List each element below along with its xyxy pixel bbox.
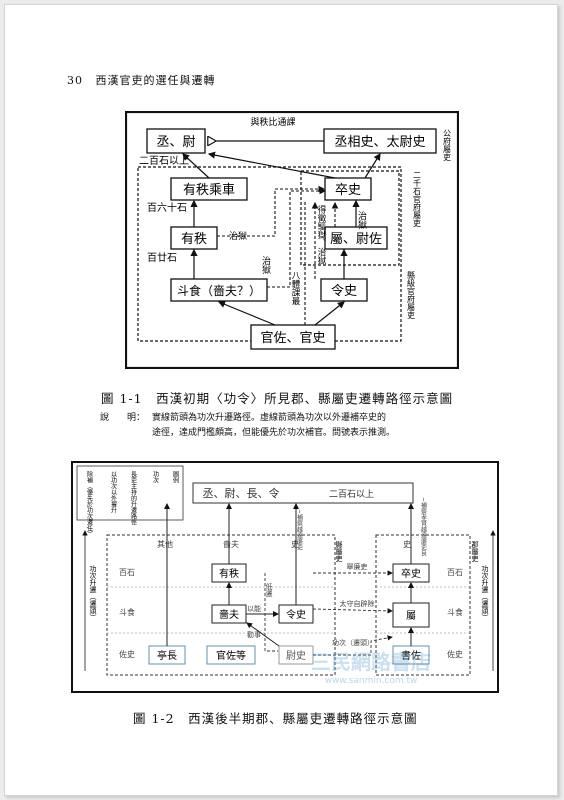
node-guanzuo2: 官佐等: [206, 645, 256, 665]
edges-figure2: [164, 503, 414, 647]
svg-text:尉史: 尉史: [286, 649, 306, 662]
node-guanzuo: 官佐、官史: [250, 324, 336, 350]
edge-yiji: 以能: [247, 604, 261, 613]
label-zhiyu3: 治獄: [356, 210, 367, 230]
svg-text:嗇夫: 嗇夫: [219, 609, 239, 621]
col-qita: 其他: [157, 539, 173, 549]
label-gongfu: 公府屬吏: [443, 129, 452, 161]
col-shi: 史: [291, 539, 299, 549]
edge-dizhi: 低遷: [265, 582, 273, 598]
edge-gongci: 功次（遷頭）: [332, 638, 374, 647]
node-shu: 屬: [392, 602, 430, 628]
svg-text:書佐: 書佐: [401, 649, 421, 662]
rank-zuoshi-right: 佐史: [447, 649, 463, 659]
node-zushi: 卒史: [324, 177, 372, 201]
xian-label: 縣屬吏: [335, 540, 343, 562]
watermark-url: www.sanmin.com.tw: [325, 676, 418, 686]
dashed-edges-figure1: [217, 185, 339, 325]
svg-text:斗食（嗇夫？）: 斗食（嗇夫？）: [177, 283, 261, 298]
node-shuweizuo: 屬、尉佐: [324, 226, 388, 250]
commandery-group-box: [300, 170, 400, 266]
legend-col2: 以功次以外擢升: [110, 471, 117, 514]
edges-figure1: [182, 141, 381, 326]
rank-doushi: 斗食: [119, 607, 135, 617]
figure-1-1-caption: 圖 1-1 西漢初期〈功令〉所見郡、縣屬吏遷轉路徑示意圖: [101, 391, 454, 406]
page-number: 30: [67, 74, 83, 87]
edge-lvshi: 勸事: [247, 630, 261, 639]
legend-col5: 圖例: [172, 471, 179, 484]
svg-text:丞、尉、長、令: 丞、尉、長、令: [203, 486, 280, 500]
node-top-box: 丞、尉、長、令 二百石以上: [192, 482, 414, 504]
svg-text:官佐、官史: 官佐、官史: [260, 330, 325, 346]
legend-col1: 除補（優先於功次遷任）: [86, 470, 93, 537]
node-doushi: 斗食（嗇夫？）: [170, 278, 268, 302]
figure-1-1-legend-line2: 途徑，達成門檻頗高，但能優先於功次補官。問號表示推測。: [152, 428, 396, 438]
axis-right: 功次升遷（遷頭）: [481, 564, 489, 621]
figure-1-2: 除補（優先於功次遷任） 以功次以外擢升 長吏主持的升遷路徑 功次 圖例 丞、尉、…: [71, 461, 499, 693]
col-shi-right: 史: [403, 539, 411, 549]
node-youzhi: 有秩: [170, 226, 218, 250]
edge-jilian: 舉廉吏: [347, 562, 368, 571]
node-zushi2: 卒史: [392, 563, 430, 583]
node-youzhi2: 有秩: [211, 563, 247, 583]
svg-text:丞相史、太尉史: 丞相史、太尉史: [334, 135, 425, 150]
legend-col4: 功次: [152, 470, 159, 484]
svg-text:有秩乘車: 有秩乘車: [183, 183, 235, 198]
label-yubi: 與秩比通課: [250, 116, 295, 128]
svg-text:令史: 令史: [331, 284, 357, 299]
label-xianji: 縣級官府屬吏: [407, 270, 416, 319]
svg-text:丞、尉: 丞、尉: [156, 135, 195, 150]
jun-label: 郡屬吏: [471, 541, 479, 562]
svg-text:二百石以上: 二百石以上: [329, 489, 374, 500]
node-chengwei: 丞、尉: [146, 128, 206, 154]
watermark: 三民網路書店: [311, 650, 431, 674]
county-group-box: [137, 166, 402, 342]
note-left: ~補察越遠廉吏: [296, 509, 303, 550]
figure-1-1-legend-line1: 實線箭頭為功次升遷路徑。虛線箭頭為功次以外遷補卒史的: [152, 413, 387, 423]
commandery-region: [375, 534, 471, 676]
label-yumao: 得徵驅獄、治獄: [316, 204, 326, 265]
node-sefu: 嗇夫: [211, 604, 247, 624]
svg-text:有秩: 有秩: [219, 567, 239, 580]
svg-text:卒史: 卒史: [335, 183, 361, 198]
label-ergian: 二百石以上: [139, 155, 189, 167]
note-right: ~補察孝賢越遠廉吏良: [420, 497, 427, 557]
node-youzhi-chengche: 有秩乘車: [170, 177, 248, 201]
axis-left: 功次升遷（遷頭）: [89, 564, 97, 621]
label-bai20: 百廿石: [147, 252, 177, 264]
legend-col3: 長吏主持的升遷路徑: [130, 471, 137, 525]
rank-doushi-right: 斗食: [447, 607, 463, 617]
node-chengxiang: 丞相史、太尉史: [323, 128, 437, 154]
legend-box: [76, 465, 184, 521]
label-batiju: 八體課最: [290, 271, 300, 305]
figure-1-2-caption: 圖 1-2 西漢後半期郡、縣屬吏遷轉路徑示意圖: [133, 711, 418, 726]
label-erqianshi: 二千石官府屬吏: [413, 171, 422, 227]
book-title: 西漢官吏的選任與遷轉: [95, 74, 216, 87]
svg-text:屬: 屬: [406, 610, 416, 622]
svg-text:亭長: 亭長: [157, 649, 177, 662]
col-sefu: 嗇夫: [223, 539, 239, 549]
rank-baishi-right: 百石: [447, 568, 463, 577]
label-zhiyu2: 治獄: [260, 255, 271, 275]
node-lingshi2: 令史: [278, 604, 314, 624]
edge-taishou: 太守自辟除: [340, 599, 375, 608]
label-zhiyu1: 治獄: [229, 230, 247, 242]
book-page: 30 西漢官吏的選任與遷轉 丞、尉 丞相史、太尉史 有秩乘車: [4, 4, 558, 796]
node-tingzhang: 亭長: [148, 645, 186, 665]
county-region: [106, 534, 336, 676]
svg-text:有秩: 有秩: [181, 232, 207, 247]
label-bai60: 百六十石: [147, 201, 187, 214]
node-weishi: 尉史: [278, 645, 314, 665]
svg-text:屬、尉佐: 屬、尉佐: [330, 232, 382, 247]
running-header: 30 西漢官吏的選任與遷轉: [67, 72, 216, 88]
rank-baishi: 百石: [119, 568, 135, 577]
svg-text:令史: 令史: [286, 608, 306, 621]
dashed-edges-figure2: [264, 570, 393, 656]
node-lingshi: 令史: [320, 278, 368, 302]
svg-text:官佐等: 官佐等: [216, 649, 246, 662]
rank-zuoshi: 佐史: [119, 649, 135, 659]
figure-1-1-legend-title: 說 明：: [100, 413, 146, 423]
figure-1-1: 丞、尉 丞相史、太尉史 有秩乘車 卒史 有秩 屬、尉佐 斗食（嗇夫？） 令史: [125, 111, 459, 369]
svg-text:卒史: 卒史: [401, 567, 421, 580]
